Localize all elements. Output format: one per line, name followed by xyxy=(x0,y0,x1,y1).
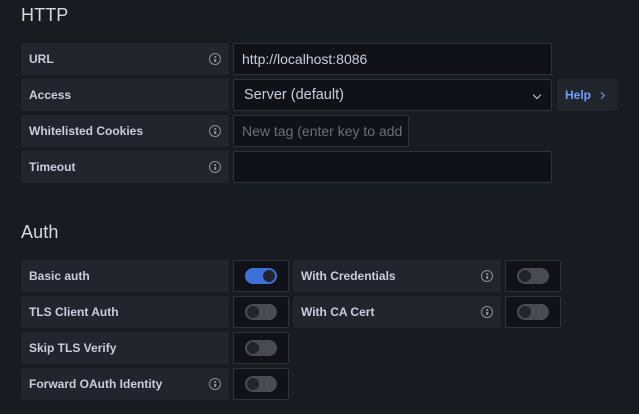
info-icon[interactable] xyxy=(209,161,221,173)
toggle-switch[interactable] xyxy=(517,268,549,284)
http-section-title: HTTP xyxy=(21,5,69,25)
access-label: Access xyxy=(21,79,229,111)
with-credentials-toggle[interactable] xyxy=(505,260,561,292)
toggle-knob xyxy=(247,342,259,354)
access-help-button[interactable]: Help xyxy=(557,79,617,111)
toggle-switch[interactable] xyxy=(245,376,277,392)
timeout-input[interactable] xyxy=(233,151,552,183)
whitelisted-cookies-tag-input[interactable]: New tag (enter key to add xyxy=(233,115,409,147)
forward-oauth-label: Forward OAuth Identity xyxy=(21,368,229,400)
forward-oauth-toggle[interactable] xyxy=(233,368,289,400)
access-select[interactable]: Server (default) xyxy=(233,79,552,111)
with-ca-cert-label: With CA Cert xyxy=(293,296,501,328)
timeout-label: Timeout xyxy=(21,151,229,183)
skip-tls-verify-toggle[interactable] xyxy=(233,332,289,364)
chevron-right-icon xyxy=(597,91,606,99)
info-icon[interactable] xyxy=(209,53,221,65)
url-label: URL xyxy=(21,43,229,75)
whitelisted-cookies-label: Whitelisted Cookies xyxy=(21,115,229,147)
toggle-switch[interactable] xyxy=(245,268,277,284)
toggle-switch[interactable] xyxy=(517,304,549,320)
url-input[interactable]: http://localhost:8086 xyxy=(233,43,552,75)
basic-auth-label: Basic auth xyxy=(21,260,229,292)
toggle-knob xyxy=(247,306,259,318)
basic-auth-toggle[interactable] xyxy=(233,260,289,292)
tls-client-auth-toggle[interactable] xyxy=(233,296,289,328)
toggle-knob xyxy=(247,378,259,390)
chevron-down-icon xyxy=(532,90,542,100)
info-icon[interactable] xyxy=(481,306,493,318)
with-ca-cert-toggle[interactable] xyxy=(505,296,561,328)
toggle-switch[interactable] xyxy=(245,340,277,356)
info-icon[interactable] xyxy=(481,270,493,282)
info-icon[interactable] xyxy=(209,378,221,390)
toggle-knob xyxy=(519,306,531,318)
toggle-knob xyxy=(519,270,531,282)
toggle-switch[interactable] xyxy=(245,304,277,320)
with-credentials-label: With Credentials xyxy=(293,260,501,292)
info-icon[interactable] xyxy=(209,125,221,137)
tls-client-auth-label: TLS Client Auth xyxy=(21,296,229,328)
auth-section-title: Auth xyxy=(21,222,59,242)
skip-tls-verify-label: Skip TLS Verify xyxy=(21,332,229,364)
toggle-knob xyxy=(263,270,275,282)
